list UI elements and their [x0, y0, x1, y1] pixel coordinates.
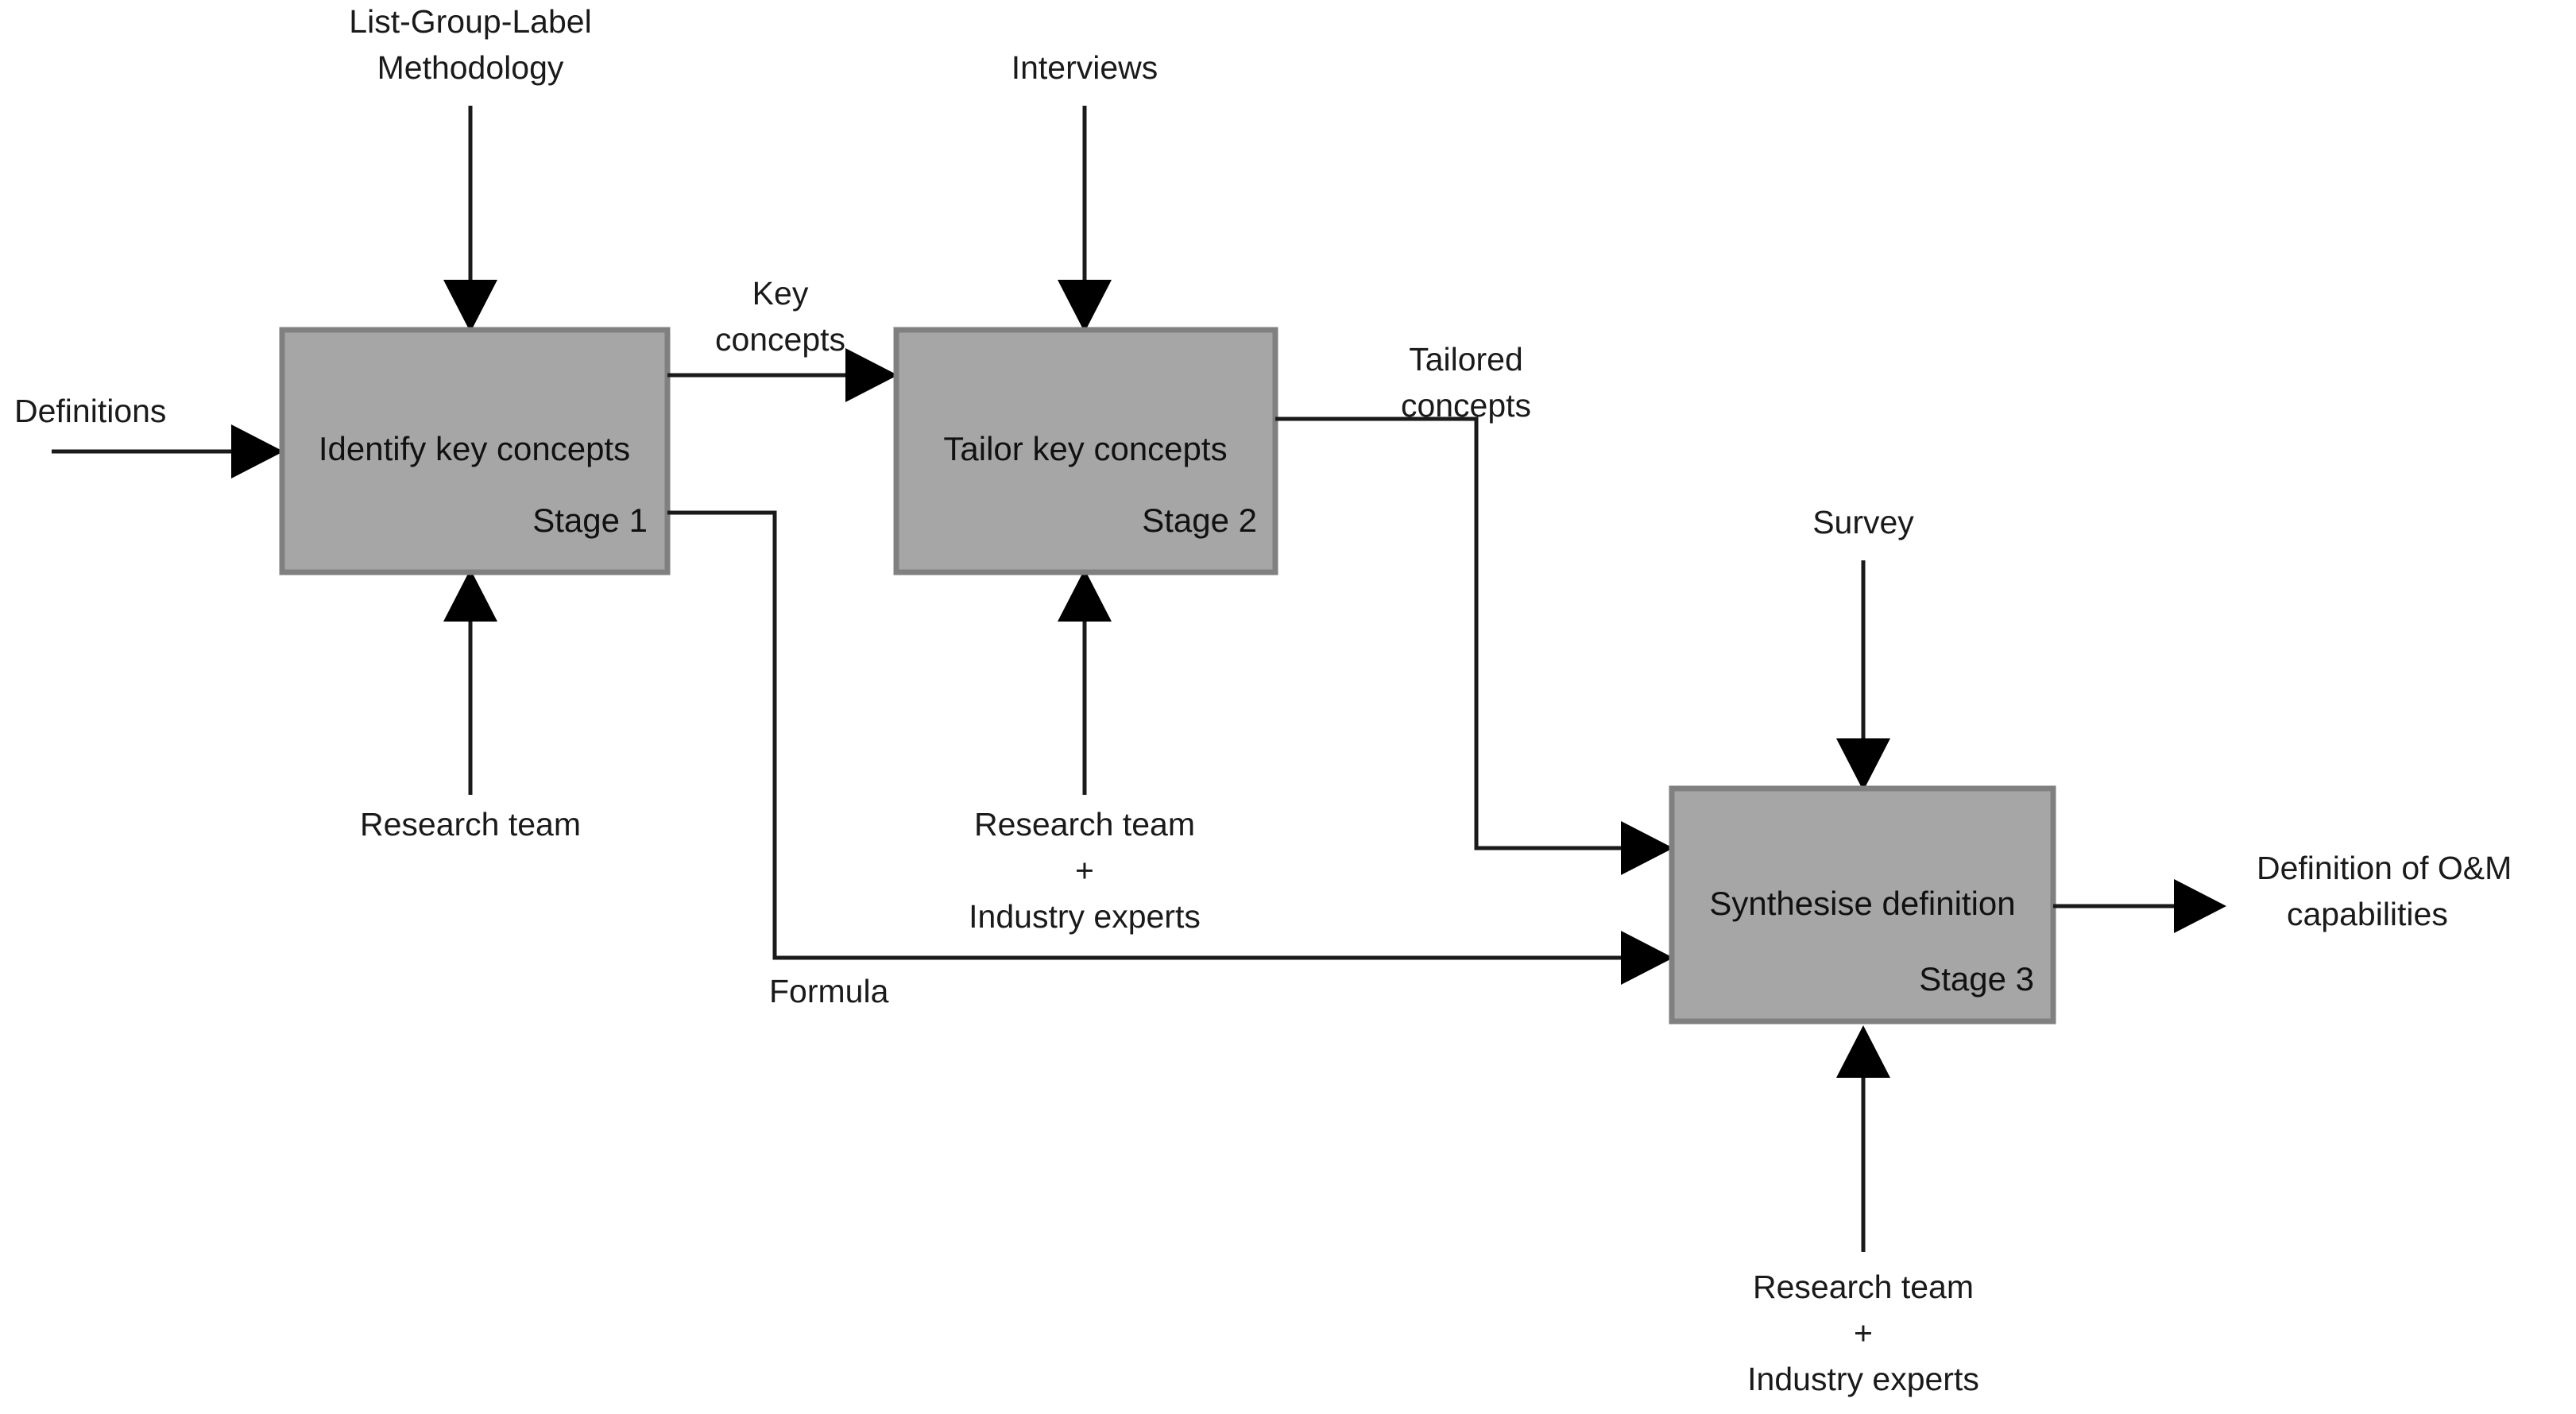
key-concepts-arrowhead: [845, 348, 898, 402]
stage3-output-arrowhead: [2174, 879, 2226, 933]
formula-arrowhead: [1621, 931, 1673, 985]
stage2-mechanism-label-line1: Research team: [974, 806, 1195, 843]
stage3-mechanism-plus: +: [1854, 1315, 1873, 1351]
stage3-mechanism-arrowhead: [1836, 1025, 1890, 1078]
stage-2-box[interactable]: [893, 327, 1278, 575]
stage1-control-label-line1: List-Group-Label: [349, 3, 591, 40]
definitions-label: Definitions: [14, 393, 166, 429]
stage1-mechanism-label: Research team: [360, 806, 581, 843]
stage-1-box[interactable]: [279, 327, 671, 575]
stage-1-title: Identify key concepts: [319, 430, 630, 467]
formula-label: Formula: [769, 973, 889, 1009]
stage-3-label: Stage 3: [1919, 960, 2034, 998]
stage3-control-arrowhead: [1836, 738, 1890, 791]
tailored-concepts-arrowhead: [1621, 821, 1673, 875]
stage2-control-arrowhead: [1058, 280, 1112, 332]
survey-label: Survey: [1812, 504, 1914, 540]
stage-3-title: Synthesise definition: [1709, 885, 2015, 922]
key-concepts-label-line2: concepts: [715, 321, 845, 358]
stage-2-label: Stage 2: [1142, 502, 1257, 539]
stage3-mechanism-label-line2: Industry experts: [1747, 1361, 1979, 1397]
stage1-input-arrowhead: [231, 424, 284, 478]
stage3-mechanism-label-line1: Research team: [1753, 1269, 1974, 1305]
tailored-concepts-label-line1: Tailored: [1409, 341, 1523, 378]
stage-2-title: Tailor key concepts: [943, 430, 1227, 467]
formula-line: [667, 510, 1629, 960]
stage-1-label: Stage 1: [532, 502, 648, 539]
stage2-mechanism-plus: +: [1075, 852, 1094, 889]
stage2-mechanism-label-line2: Industry experts: [969, 898, 1201, 935]
output-label-line1: Definition of O&M: [2257, 850, 2512, 886]
stage1-control-arrowhead: [443, 280, 497, 332]
tailored-concepts-line: [1275, 416, 1629, 850]
stage1-mechanism-arrowhead: [443, 569, 497, 622]
output-label-line2: capabilities: [2287, 896, 2448, 932]
key-concepts-label-line1: Key: [752, 275, 809, 312]
stage1-control-label-line2: Methodology: [377, 49, 564, 86]
tailored-concepts-label-line2: concepts: [1401, 387, 1531, 424]
stage2-mechanism-arrowhead: [1058, 569, 1112, 622]
interviews-label: Interviews: [1011, 49, 1158, 86]
